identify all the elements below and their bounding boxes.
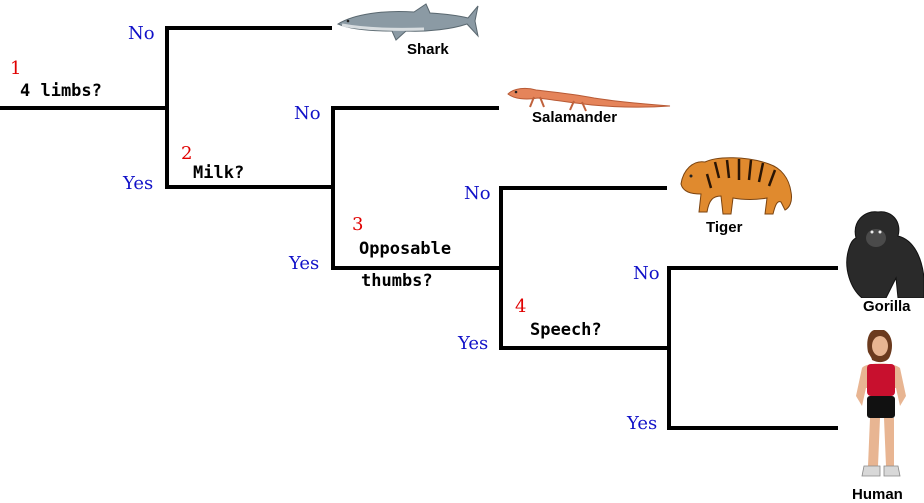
answer-no-4: No (633, 263, 660, 284)
question-4-text: Speech? (530, 320, 602, 340)
answer-no-1: No (128, 23, 155, 44)
answer-yes-3: Yes (458, 333, 489, 354)
human-label: Human (852, 486, 903, 503)
question-3-number: 3 (352, 214, 364, 235)
question-4-number: 4 (515, 296, 527, 317)
gorilla-label: Gorilla (863, 298, 911, 315)
question-2-number: 2 (181, 143, 193, 164)
tiger-image (680, 157, 792, 215)
question-3-text-line2: thumbs? (361, 271, 433, 291)
question-1-number: 1 (10, 58, 22, 79)
answer-yes-1: Yes (123, 173, 154, 194)
gorilla-image (846, 211, 924, 298)
answer-no-3: No (464, 183, 491, 204)
answer-yes-4: Yes (627, 413, 658, 434)
answer-yes-2: Yes (289, 253, 320, 274)
question-2-text: Milk? (193, 163, 245, 183)
shark-image (336, 3, 479, 41)
question-3-text-line1: Opposable (359, 239, 452, 259)
human-image (856, 330, 906, 477)
answer-no-2: No (294, 103, 321, 124)
shark-label: Shark (407, 41, 449, 58)
salamander-label: Salamander (532, 109, 618, 126)
tiger-label: Tiger (706, 219, 743, 236)
question-1-text: 4 limbs? (20, 81, 102, 101)
salamander-image (507, 87, 671, 112)
